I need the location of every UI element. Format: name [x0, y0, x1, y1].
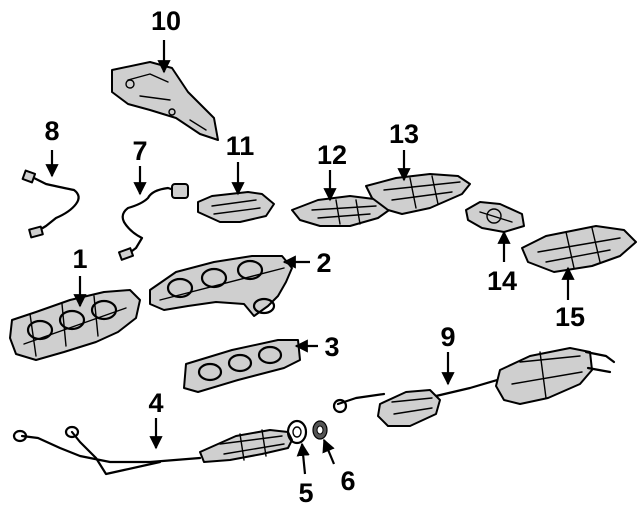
callout-5: 5 — [298, 478, 313, 508]
callout-8: 8 — [44, 116, 59, 146]
callout-7: 7 — [132, 136, 147, 166]
part-7-oxygen-sensor — [117, 183, 189, 261]
callout-6: 6 — [340, 466, 355, 496]
callout-10: 10 — [151, 6, 181, 36]
callout-4: 4 — [148, 388, 163, 418]
part-8-oxygen-sensor — [21, 169, 80, 239]
callout-11: 11 — [226, 131, 255, 161]
part-15-heat-shield — [521, 225, 637, 273]
leader-lines — [45, 40, 575, 475]
part-5-gasket — [286, 419, 308, 445]
part-11-manifold-heat-shield — [197, 191, 275, 223]
callout-12: 12 — [317, 140, 347, 170]
callout-13: 13 — [389, 119, 419, 149]
leader-6 — [322, 438, 336, 465]
part-9-muffler-assembly — [332, 347, 616, 427]
part-1-exhaust-manifold — [9, 289, 141, 361]
leader-5 — [296, 442, 310, 475]
part-3-manifold-gasket — [183, 339, 301, 393]
part-13-heat-shield — [365, 173, 471, 215]
part-2-exhaust-manifold — [149, 255, 293, 317]
part-14-heat-shield — [465, 201, 525, 233]
part-10-heat-shield — [111, 61, 219, 141]
callout-14: 14 — [487, 266, 517, 296]
callout-2: 2 — [316, 248, 331, 278]
callout-3: 3 — [324, 332, 339, 362]
part-4-front-pipe-converter — [12, 425, 293, 476]
callout-labels: 10 8 7 11 12 13 1 2 14 15 3 9 4 6 5 — [44, 6, 585, 508]
callout-9: 9 — [440, 322, 455, 352]
part-6-seal — [312, 420, 328, 440]
callout-15: 15 — [555, 302, 585, 332]
callout-1: 1 — [72, 244, 87, 274]
